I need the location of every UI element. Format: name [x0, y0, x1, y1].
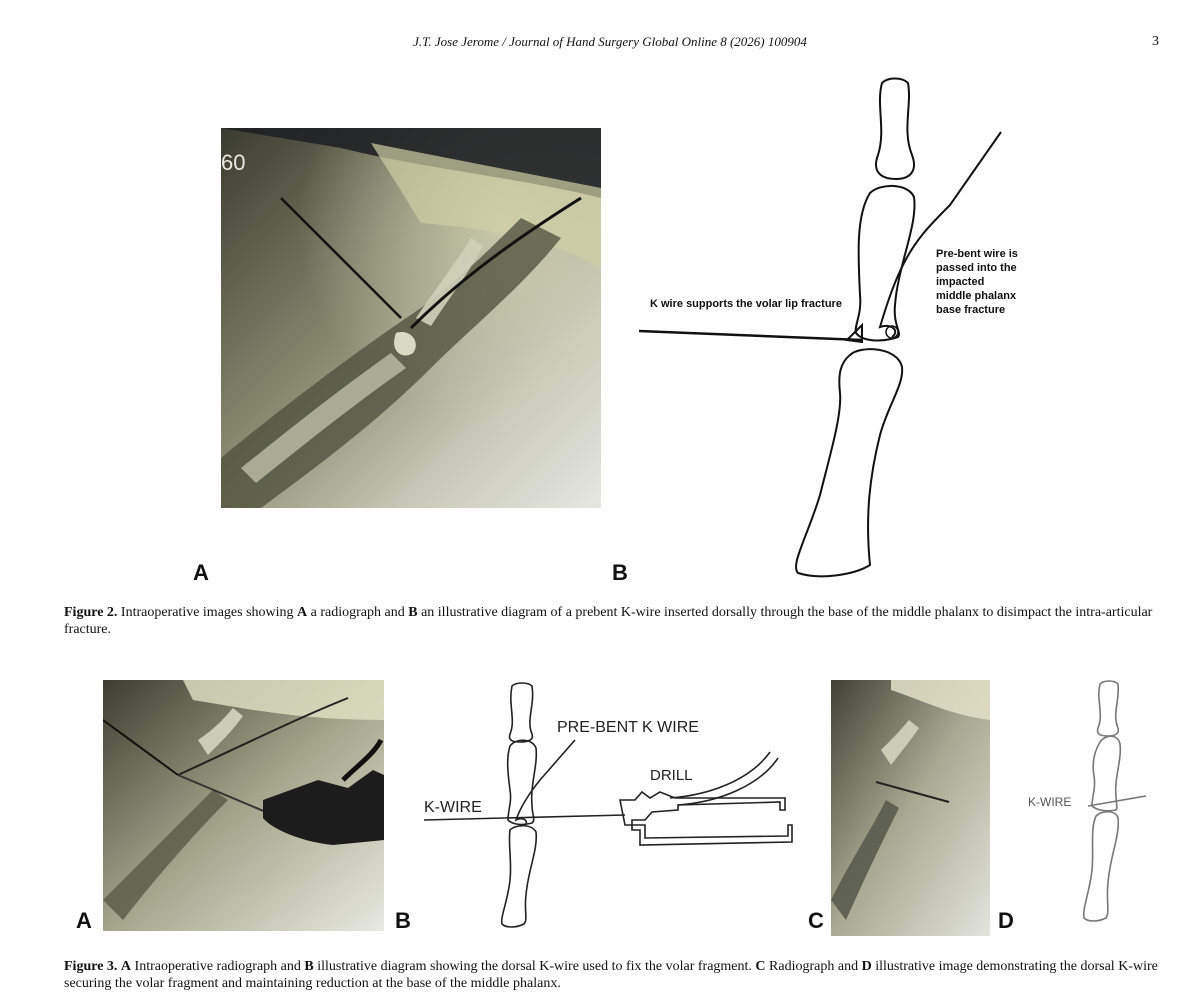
figure3-radiograph-a-image [103, 680, 384, 931]
drill-shape [263, 770, 384, 845]
figure3-panel-c-letter: C [808, 908, 824, 933]
proximal-phalanx-outline [1082, 810, 1120, 922]
drill-outline [619, 790, 793, 846]
figure3-panel-d-letter: D [998, 908, 1014, 933]
figure2-caption-a: A [297, 605, 308, 620]
figure3-caption-t4: illustrative image demonstrating the dor… [64, 959, 1158, 991]
proximal-phalanx-outline [795, 348, 904, 578]
figure2-caption-label: Figure 2. [64, 605, 118, 620]
figure2-caption-t1: a radiograph and [307, 605, 409, 620]
running-head-text: J.T. Jose Jerome / Journal of Hand Surge… [413, 34, 807, 49]
middle-phalanx-outline [854, 185, 916, 342]
figure2-caption-lead: Intraoperative images showing [117, 605, 298, 620]
distal-phalanx-outline [1096, 680, 1120, 737]
page-number: 3 [1152, 34, 1159, 49]
label-prebent-wire: Pre-bent wire is passed into the impacte… [936, 248, 1018, 316]
figure2-panel-a-radiograph: 60 [221, 128, 601, 508]
figure2-radiograph-image: 60 [221, 128, 601, 508]
drill-cable [341, 738, 384, 782]
label-kwire-d: K-WIRE [1028, 795, 1071, 809]
distal-phalanx-outline [875, 77, 915, 181]
figure3-panel-b-letter: B [395, 908, 411, 933]
prebent-wire-line [177, 697, 349, 776]
figure3-panel-c-radiograph [831, 680, 990, 936]
prebent-wire-line [409, 196, 582, 330]
figure3-radiograph-c-image [831, 680, 990, 936]
label-prebent-kwire: PRE-BENT K WIRE [557, 719, 699, 736]
label-prebent-line-2: passed into the [936, 262, 1017, 274]
label-prebent-line-5: base fracture [936, 304, 1005, 316]
figure3-caption-label: Figure 3. [64, 959, 118, 974]
distal-phalanx-outline [508, 682, 534, 743]
kwire-line [103, 719, 179, 776]
prebent-wire-path [878, 131, 1002, 338]
figure3-panel-a-radiograph [103, 680, 384, 931]
label-kwire-b: K-WIRE [424, 799, 482, 816]
kwire-support-line [638, 329, 863, 342]
drill-cable-outline [669, 751, 779, 806]
figure3-caption: Figure 3. A Intraoperative radiograph an… [64, 958, 1160, 992]
kwire-line [1087, 795, 1147, 807]
label-prebent-line-4: middle phalanx [936, 290, 1017, 302]
figure3-caption-a: A [120, 959, 132, 974]
label-drill: DRILL [650, 767, 693, 784]
label-kwire-support: K wire supports the volar lip fracture [650, 298, 842, 310]
kwire-line [423, 814, 626, 821]
middle-phalanx-outline [506, 739, 538, 826]
xray-marker: 60 [221, 150, 245, 175]
figure2-caption: Figure 2. Intraoperative images showing … [64, 604, 1160, 638]
dorsal-kwire-line [875, 781, 950, 803]
figure3-caption-t1: Intraoperative radiograph and [131, 959, 305, 974]
middle-phalanx-outline [1091, 735, 1122, 812]
prebent-kwire-path [514, 739, 576, 827]
figure3-caption-t2: illustrative diagram showing the dorsal … [313, 959, 756, 974]
figure2-caption-b: B [408, 605, 418, 620]
label-prebent-line-3: impacted [936, 276, 984, 288]
figure3-caption-c: C [755, 959, 766, 974]
figure2-panel-b-diagram: K wire supports the volar lip fracture P… [638, 77, 1018, 578]
running-header: J.T. Jose Jerome / Journal of Hand Surge… [0, 34, 1200, 54]
figure3-panel-b-diagram: PRE-BENT K WIRE DRILL K-WIRE [423, 682, 793, 928]
proximal-phalanx-outline [500, 824, 538, 928]
figure2-panel-a-letter: A [193, 560, 209, 585]
figure3-panel-d-diagram: K-WIRE [1028, 680, 1147, 922]
figure3-caption-d: D [861, 959, 872, 974]
figure2-panel-b-letter: B [612, 560, 628, 585]
figure3-caption-b: B [304, 959, 314, 974]
volar-lip-fragment [844, 322, 863, 344]
figure3-caption-t3: Radiograph and [765, 959, 862, 974]
impacted-fragment [885, 325, 899, 339]
label-prebent-line-1: Pre-bent wire is [936, 248, 1018, 260]
dorsal-kwire-line [177, 774, 274, 816]
kwire-line [280, 197, 402, 319]
figure2-caption-t2: an illustrative diagram of a prebent K-w… [64, 605, 1153, 637]
figure3-panel-a-letter: A [76, 908, 92, 933]
